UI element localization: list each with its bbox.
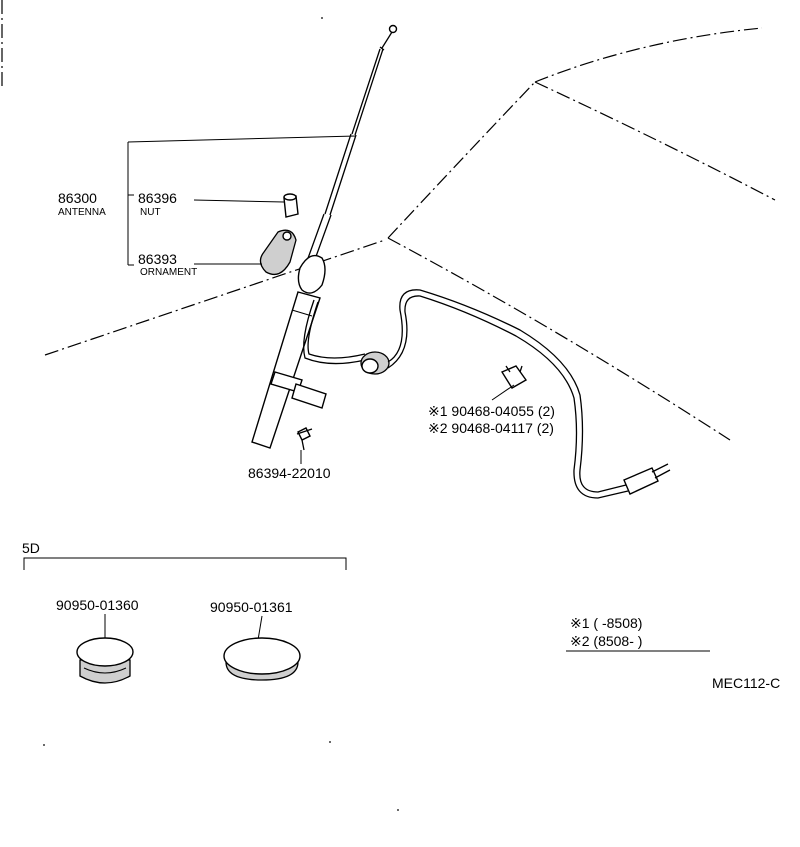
plug2-part-number: 90950-01361 (210, 599, 293, 615)
plug1-body (79, 659, 131, 684)
antenna-part-number: 86300 (58, 190, 97, 206)
antenna-cable (303, 289, 671, 499)
callout-labels: 86300 ANTENNA 86396 NUT 86393 ORNAMENT 8… (58, 190, 555, 481)
body-line-roof (534, 27, 763, 83)
plug2-cap (223, 637, 301, 675)
mast-segment-4 (313, 214, 332, 263)
plug1-cap (76, 637, 134, 667)
plug1-ridge (83, 667, 127, 674)
clip-prongs (505, 365, 523, 373)
cable-plug-pin (651, 463, 671, 479)
mast-segment-2 (354, 48, 384, 136)
mast-segment-2b (351, 48, 381, 135)
nut-part-name: NUT (140, 207, 161, 218)
legend: ※1 ( -8508) ※2 (8508- ) (566, 615, 710, 652)
scan-speck-1 (43, 744, 45, 746)
screw-shank (296, 428, 313, 451)
ornament-part (259, 229, 297, 276)
figure-code: MEC112-C (712, 675, 780, 691)
section-5d: 5D 90950-01360 90950-01361 (22, 540, 347, 684)
nut-part-number: 86396 (138, 190, 177, 206)
leader-clip (491, 384, 515, 401)
leader-lines (127, 135, 515, 464)
small-parts (259, 193, 528, 451)
body-line-hood-edge (534, 81, 776, 201)
nut-top (283, 193, 297, 201)
plug1-part (76, 637, 134, 684)
cable-segment-1 (303, 299, 366, 365)
body-outline (1, 0, 776, 441)
mast-segment-1 (381, 31, 393, 49)
cable-plug-body (623, 467, 659, 495)
mast-segment-3b (324, 133, 352, 215)
antenna-mast (251, 24, 398, 449)
bracket-tab (291, 383, 327, 409)
mast-segment-3 (329, 134, 357, 216)
section-label: 5D (22, 540, 40, 556)
ornament-part-name: ORNAMENT (140, 267, 197, 278)
clip-part (500, 365, 528, 389)
antenna-housing-tube (251, 291, 321, 449)
clip-part-number-1: ※1 90468-04055 (2) (428, 403, 555, 419)
ornament-part-number: 86393 (138, 251, 177, 267)
cable-segment-2 (387, 289, 627, 493)
mast-tip (388, 24, 398, 34)
clip-part-number-2: ※2 90468-04117 (2) (428, 420, 554, 436)
body-line-cowl (387, 237, 731, 441)
mast-segment-4b (306, 213, 325, 262)
plug1-part-number: 90950-01360 (56, 597, 139, 613)
leader-plug2 (257, 615, 263, 641)
cable-segment-1b (307, 301, 366, 359)
leader-nut (193, 199, 285, 203)
legend-row-2: ※2 (8508- ) (570, 633, 642, 649)
body-line-fender-top (44, 239, 386, 356)
section-bracket (23, 557, 347, 570)
screw-part-number: 86394-22010 (248, 465, 331, 481)
body-line-pillar (387, 81, 536, 239)
mast-base-ring (297, 254, 326, 294)
cable-segment-2b (387, 295, 629, 499)
legend-row-1: ※1 ( -8508) (570, 615, 642, 631)
leader-antenna-top (127, 135, 357, 143)
antenna-part-name: ANTENNA (58, 207, 106, 218)
cable-grommet-inner (361, 358, 379, 374)
scan-speck-3 (397, 809, 399, 811)
scan-speck-2 (329, 741, 331, 743)
scan-speck-4 (321, 17, 323, 19)
ornament-hole (282, 231, 292, 241)
plug2-part (223, 637, 301, 681)
